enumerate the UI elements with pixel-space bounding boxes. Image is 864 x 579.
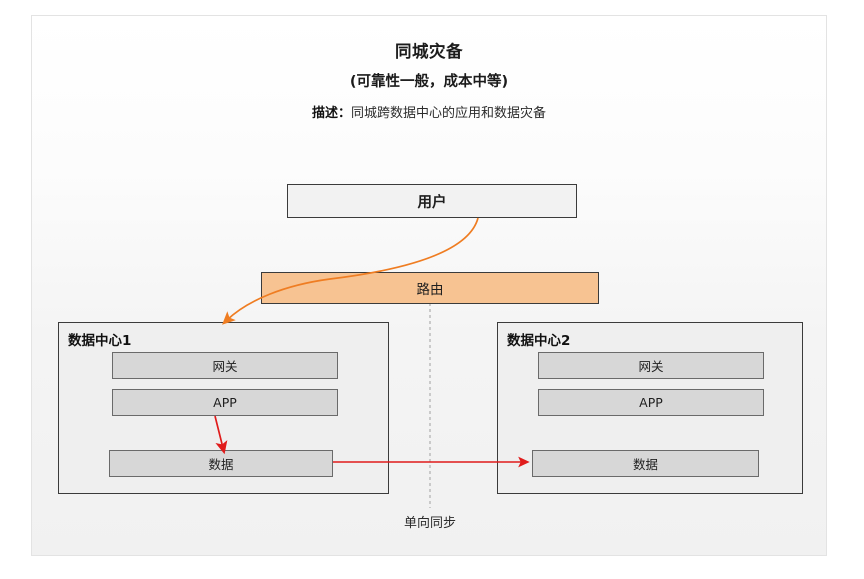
dc2-gateway-box[interactable]: 网关 [538,352,764,379]
dc2-data-label: 数据 [632,457,658,472]
node-route[interactable]: 路由 [261,272,599,304]
data-center-2-label: 数据中心2 [507,333,571,349]
dc2-data-box[interactable]: 数据 [532,450,759,477]
dc1-gateway-box[interactable]: 网关 [112,352,338,379]
node-user-label: 用户 [417,194,447,211]
dc2-app-label: APP [639,395,663,410]
description-label: 描述： [311,106,351,121]
page-subtitle: (可靠性一般，成本中等) [349,74,509,90]
data-center-2[interactable]: 数据中心2 网关 APP 数据 [497,322,803,494]
dc1-data-box[interactable]: 数据 [109,450,333,477]
node-route-label: 路由 [416,282,444,298]
page-title: 同城灾备 [395,42,463,61]
data-center-1-label: 数据中心1 [68,333,132,349]
dc2-app-box[interactable]: APP [538,389,764,416]
description-text: 同城跨数据中心的应用和数据灾备 [351,106,547,121]
dc1-app-box[interactable]: APP [112,389,338,416]
dc1-app-label: APP [213,395,237,410]
description-line: 描述：同城跨数据中心的应用和数据灾备 [31,102,827,121]
data-center-1[interactable]: 数据中心1 网关 APP 数据 [58,322,389,494]
dc1-data-label: 数据 [208,457,234,472]
node-user[interactable]: 用户 [287,184,577,218]
sync-direction-label: 单向同步 [403,516,456,531]
dc2-gateway-label: 网关 [638,359,664,374]
dc1-gateway-label: 网关 [212,359,238,374]
